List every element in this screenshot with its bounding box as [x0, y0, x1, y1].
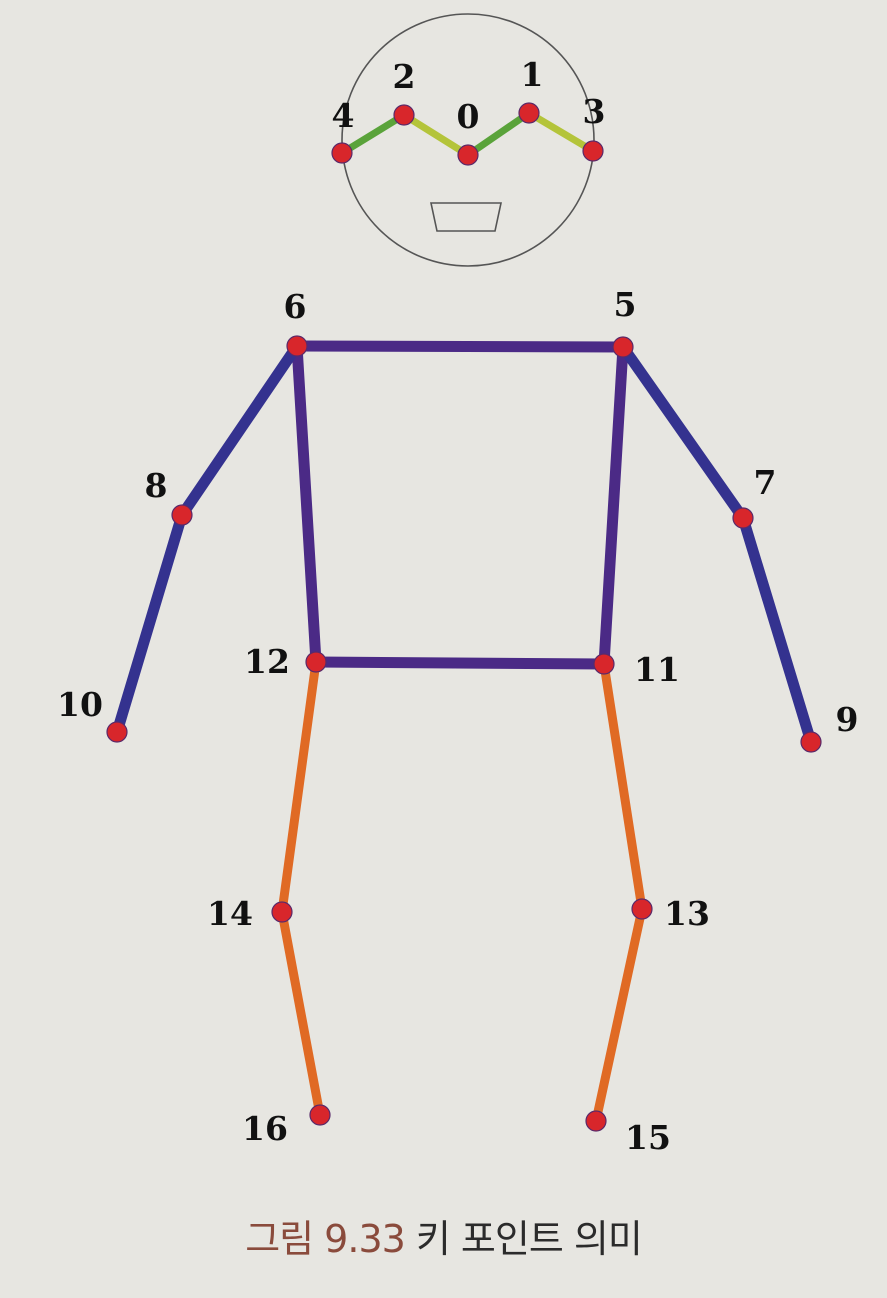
keypoint-6: [286, 335, 308, 357]
keypoint-8: [171, 504, 193, 526]
bone-11-13: [599, 659, 647, 914]
bone-8-10: [111, 509, 188, 738]
keypoint-13: [631, 898, 653, 920]
keypoint-1: [518, 102, 540, 124]
keypoint-label-8: 8: [145, 466, 168, 505]
keypoint-label-0: 0: [457, 97, 480, 136]
keypoint-11: [593, 653, 615, 675]
bone-12-14: [277, 657, 321, 917]
keypoint-label-5: 5: [614, 285, 637, 324]
bone-7-9: [737, 512, 817, 748]
keypoint-label-9: 9: [836, 700, 859, 739]
keypoint-label-1: 1: [521, 55, 544, 94]
keypoint-10: [106, 721, 128, 743]
keypoint-0: [457, 144, 479, 166]
keypoint-label-15: 15: [625, 1118, 671, 1157]
bone-0-1: [464, 109, 533, 159]
keypoint-label-11: 11: [634, 650, 680, 689]
keypoint-14: [271, 901, 293, 923]
keypoint-2: [393, 104, 415, 126]
keypoint-label-7: 7: [754, 463, 777, 502]
bone-2-0: [400, 111, 472, 159]
bone-6-12: [291, 340, 322, 668]
keypoint-4: [331, 142, 353, 164]
keypoint-label-14: 14: [207, 894, 253, 933]
bone-6-5: [291, 340, 629, 353]
keypoint-label-10: 10: [57, 685, 103, 724]
keypoint-label-12: 12: [244, 642, 290, 681]
keypoint-15: [585, 1110, 607, 1132]
caption-text: 키 포인트 의미: [415, 1217, 643, 1261]
bones-layer: [111, 109, 817, 1126]
bone-5-7: [617, 341, 749, 524]
keypoint-9: [800, 731, 822, 753]
keypoint-16: [309, 1104, 331, 1126]
bone-6-8: [176, 340, 303, 521]
keypoint-12: [305, 651, 327, 673]
mouth-shape: [430, 202, 502, 232]
bone-5-11: [598, 341, 629, 670]
keypoint-label-3: 3: [583, 92, 606, 131]
caption-prefix: 그림 9.33: [245, 1217, 406, 1261]
keypoint-7: [732, 507, 754, 529]
figure-caption: 그림 9.33 키 포인트 의미: [0, 1208, 887, 1263]
keypoint-label-16: 16: [242, 1109, 288, 1148]
keypoint-label-13: 13: [664, 894, 710, 933]
keypoint-3: [582, 140, 604, 162]
keypoint-label-6: 6: [284, 287, 307, 326]
keypoint-label-2: 2: [393, 57, 416, 96]
bone-1-3: [525, 109, 597, 155]
bone-4-2: [338, 111, 408, 157]
keypoint-5: [612, 336, 634, 358]
joints-layer: [106, 102, 822, 1132]
head-outline: [341, 13, 595, 267]
bone-12-11: [310, 656, 610, 670]
keypoint-label-4: 4: [332, 96, 355, 135]
bone-13-15: [591, 904, 647, 1126]
bone-14-16: [277, 907, 325, 1120]
